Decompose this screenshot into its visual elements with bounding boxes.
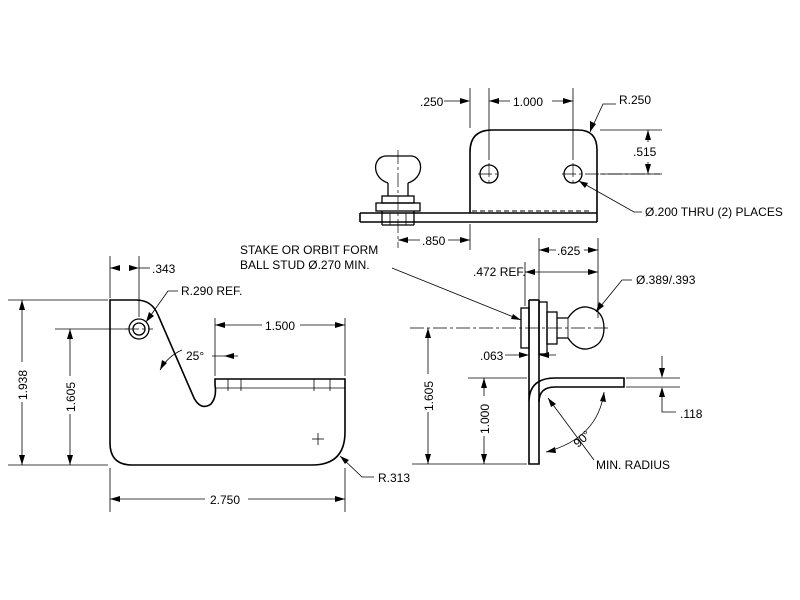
radius-250: R.250: [619, 93, 651, 107]
dim-1000-top: 1.000: [513, 95, 543, 109]
side-view: .625 .472 REF. STAKE OR ORBIT FORM BALL …: [240, 238, 703, 472]
flat-view-outline: [109, 299, 346, 466]
hole-note: Ø.200 THRU (2) PLACES: [645, 205, 783, 219]
dim-1500: 1.500: [265, 319, 295, 333]
dim-2750: 2.750: [210, 493, 240, 507]
stake-note-line2: BALL STUD Ø.270 MIN.: [240, 258, 370, 272]
dim-625: .625: [557, 244, 581, 258]
dim-850: .850: [422, 234, 446, 248]
radius-313: R.313: [378, 471, 410, 485]
ball-stud-side: [410, 301, 610, 355]
dim-515: .515: [633, 145, 657, 159]
dim-063: .063: [480, 349, 504, 363]
dim-1938: 1.938: [16, 370, 30, 400]
dim-343: .343: [152, 262, 176, 276]
radius-290: R.290 REF.: [181, 284, 242, 298]
ball-stud-top: [374, 150, 422, 248]
min-radius-note: MIN. RADIUS: [596, 458, 670, 472]
flat-pattern-view: .343 R.290 REF. 1.500 25° 1.938 1.6: [8, 256, 410, 512]
dim-1000-side: 1.000: [478, 404, 492, 434]
ball-diameter: Ø.389/.393: [636, 273, 696, 287]
dim-1605-flat: 1.605: [64, 382, 78, 412]
angle-90: 90°: [571, 428, 594, 451]
stake-note-line1: STAKE OR ORBIT FORM: [240, 243, 378, 257]
dim-1605-side: 1.605: [422, 381, 436, 411]
top-view-plate-outline: [469, 129, 598, 213]
dim-250-top: .250: [420, 95, 444, 109]
dim-472-ref: .472 REF.: [473, 265, 526, 279]
angle-25: 25°: [186, 349, 204, 363]
dim-118: .118: [680, 407, 703, 421]
top-view: .250 1.000 R.250 .515 Ø.200 THRU (2) PLA…: [359, 88, 783, 250]
